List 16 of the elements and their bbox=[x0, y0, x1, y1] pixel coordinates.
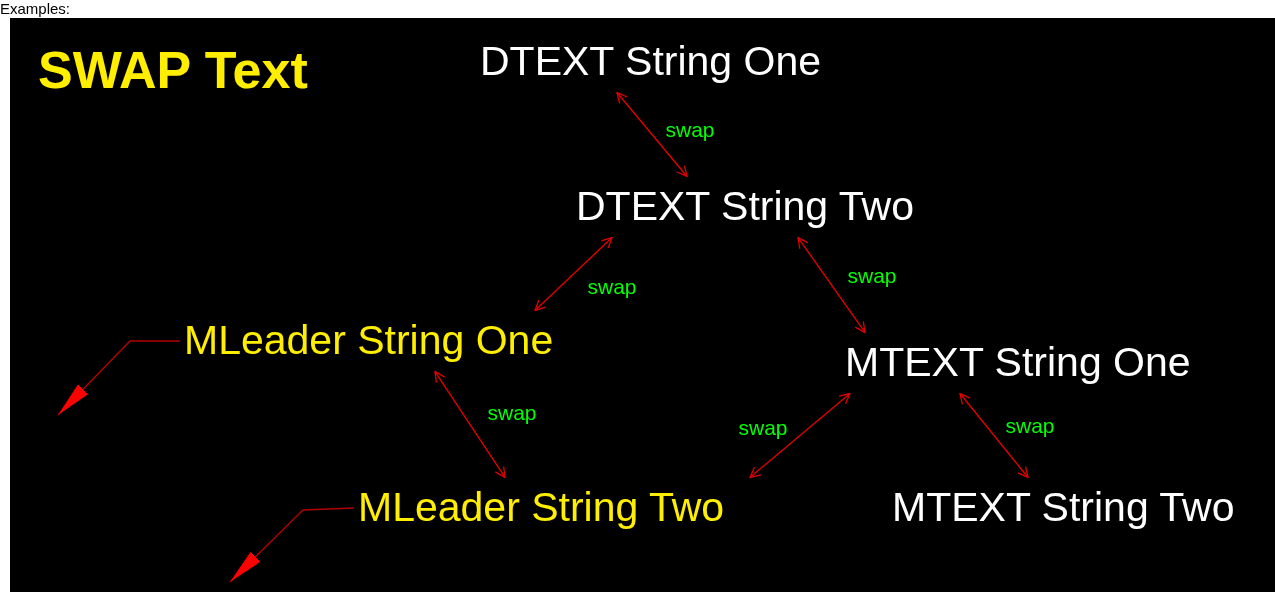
double-arrow bbox=[797, 236, 866, 334]
caption-text: Examples: bbox=[0, 0, 71, 17]
double-arrow bbox=[434, 370, 506, 479]
double-arrow bbox=[749, 392, 851, 479]
text-string: DTEXT String Two bbox=[572, 176, 918, 238]
title: SWAP Text bbox=[38, 40, 308, 100]
double-arrow bbox=[616, 91, 688, 178]
double-arrow bbox=[959, 392, 1029, 479]
text-string: DTEXT String One bbox=[476, 31, 826, 93]
leader-line bbox=[57, 340, 181, 416]
text-string: MLeader String One bbox=[180, 310, 558, 372]
double-arrow bbox=[534, 236, 613, 312]
text-string: MLeader String Two bbox=[354, 477, 729, 539]
text-string: MTEXT String Two bbox=[888, 477, 1239, 539]
text-string: MTEXT String One bbox=[841, 332, 1195, 394]
leader-line bbox=[229, 507, 355, 583]
